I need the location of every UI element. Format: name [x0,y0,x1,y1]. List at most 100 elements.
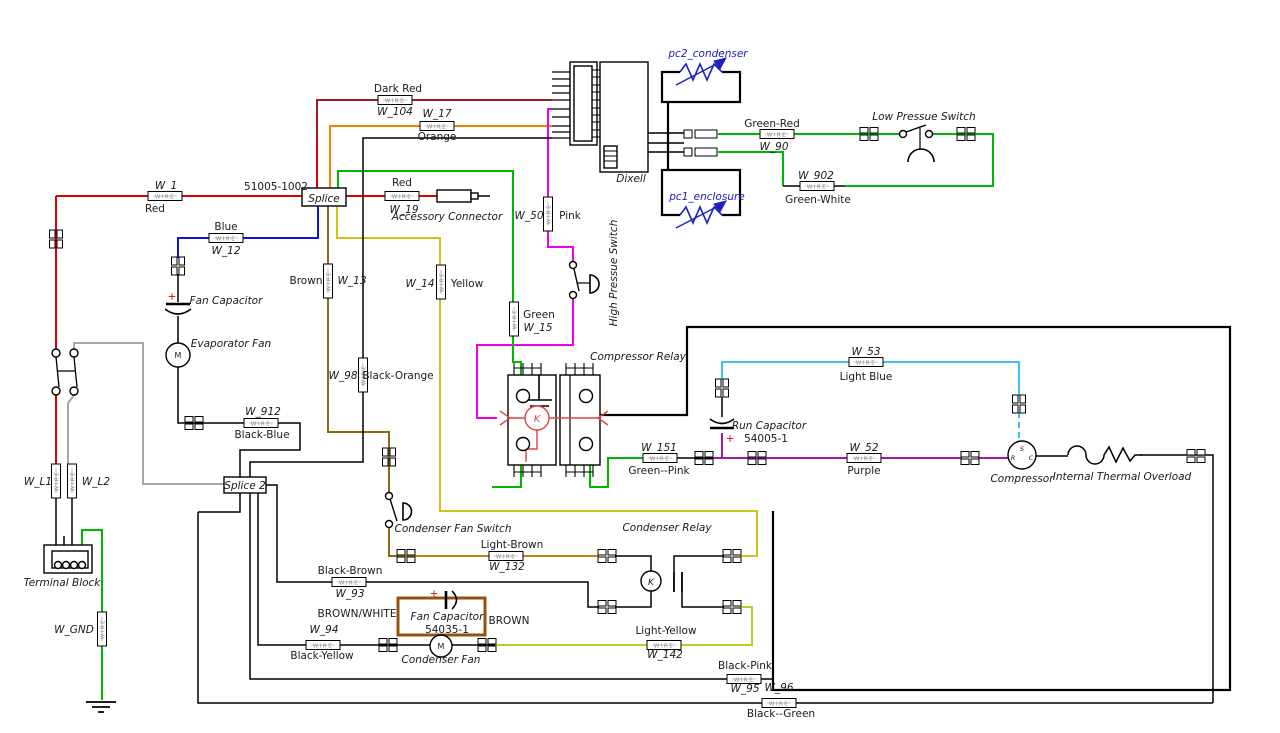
conn-w52-left-cell-0 [747,451,757,458]
conn-cfs-cell-1 [389,447,396,457]
wire-tag-text-w14: WIRE [439,272,445,292]
wire-gray-wl2 [67,394,75,465]
wire-tag-text-w93: WIRE [339,580,359,586]
wire-w17-orange [329,125,552,188]
conn-lightbrown-cell-1 [406,549,416,556]
label-plus-evapcap: + [168,291,177,303]
main-switch-contact-4 [69,386,79,396]
wire-tag-text-w104: WIRE [385,98,405,104]
wire-w912-black [177,367,301,477]
label-w15: W_15 [524,322,553,334]
label-splice-part: 51005-1002 [244,181,308,193]
conn-overload-out-cell-3 [1196,456,1206,463]
wire-tag-text-w96: WIRE [769,701,789,707]
wire-tag-text-wl2: WIRE [70,471,76,491]
label-w94: W_94 [310,624,339,636]
conn-w90-b-cell-2 [956,134,966,141]
thermal-overload-element [1067,445,1142,465]
conn-condrelay-bl-cell-1 [607,600,617,607]
label-light-blue: Light Blue [840,371,893,383]
wire-tag-text-w98: WIRE [361,365,367,385]
wire-w12-blue [177,188,319,258]
wire-tag-w14: WIRE [436,264,446,300]
conn-evap-cell-3 [178,266,185,276]
pc1-resistor [679,205,723,225]
wire-tag-text-w53: WIRE [856,360,876,366]
label-green-white: Green-White [785,194,851,206]
label-letter-comp-s: S [1020,445,1024,453]
label-w151: W_151 [641,442,677,454]
accessory-plug-body [436,189,472,203]
pc2-resistor [679,62,723,82]
conn-w52-right-cell-1 [970,451,980,458]
label-brown-caps: BROWN [488,615,529,627]
relay-chevron-left [499,410,512,426]
conn-compressor-top-cell-1 [1019,394,1026,404]
wire-tag-w98: WIRE [358,357,368,393]
dixell-out-row1 [683,129,718,139]
dixell-out-row2-b [694,147,718,157]
wire-tag-text-w151: WIRE [650,456,670,462]
pc1-arrowhead [713,200,727,213]
relay-terminal-tl [515,388,531,404]
pc2-arrow [675,60,723,86]
conn-cfs-cell-2 [382,457,389,467]
conn-w52-left-cell-2 [747,458,757,465]
wire-w95-black [249,493,773,680]
low-pressure-blade [905,124,927,133]
conn-condfan-right [477,638,497,652]
run-cap-arc [709,418,735,425]
wire-tag-wgnd: WIRE [97,611,107,647]
conn-condrelay-tl-cell-3 [607,556,617,563]
wire-overload-return [1140,454,1214,703]
wire-w13-brown [327,206,390,492]
conn-red-drop-cell-1 [56,229,63,239]
accessory-plug-tip [470,192,479,200]
label-w95: W_95 [731,683,760,695]
conn-red-drop-cell-3 [56,239,63,249]
label-red-1: Red [145,203,165,215]
conn-condfan-left-cell-3 [388,645,398,652]
label-w17: W_17 [423,108,452,120]
conn-w90-b-cell-0 [956,127,966,134]
dixell-strip-inner [573,65,593,142]
conn-condrelay-br-cell-2 [722,607,732,614]
wire-tag-w96: WIRE [761,698,797,708]
compressor-relay-coil [524,405,550,431]
high-pressure-bell [589,274,600,294]
label-brown-white: BROWN/WHITE [318,608,397,620]
conn-compressor-top-cell-2 [1012,404,1019,414]
conn-lightbrown-cell-2 [396,556,406,563]
conn-w912-cell-3 [194,423,204,430]
conn-condfan-right-cell-3 [487,645,497,652]
label-pink: Pink [559,210,582,222]
dixell-out-row1-a [683,129,693,139]
dixell-out-row2 [683,147,718,157]
splice2-box [223,476,267,494]
label-w52: W_52 [850,442,879,454]
conn-w90-b-cell-3 [966,134,976,141]
label-compressor: Compressor [990,473,1054,485]
label-red-2: Red [392,177,412,189]
label-wl2: W_L2 [82,476,110,488]
label-accessory-connector: Accessory Connector [391,211,503,223]
conn-w52-left-cell-1 [757,451,767,458]
label-letter-comp-c: C [1029,454,1034,462]
conn-compressor-top-cell-3 [1019,404,1026,414]
conn-condrelay-tr-cell-3 [732,556,742,563]
wire-main-loop [598,325,1232,692]
wire-gray-upper [73,342,224,485]
conn-condrelay-br-cell-0 [722,600,732,607]
dixell-inner-ticks [604,150,617,162]
label-condenser-relay: Condenser Relay [622,522,712,534]
conn-evap-cell-1 [178,256,185,266]
terminal-lug-2 [61,560,71,570]
wire-w93-black [266,484,599,608]
conn-compressor-top [1012,394,1026,414]
label-purple: Purple [847,465,880,477]
label-letter-relay-k: K [534,414,542,425]
wire-w96-black [197,512,1213,704]
terminal-lug-4 [77,560,87,570]
wire-tag-text-w912: WIRE [251,421,271,427]
conn-w90-b-cell-1 [966,127,976,134]
